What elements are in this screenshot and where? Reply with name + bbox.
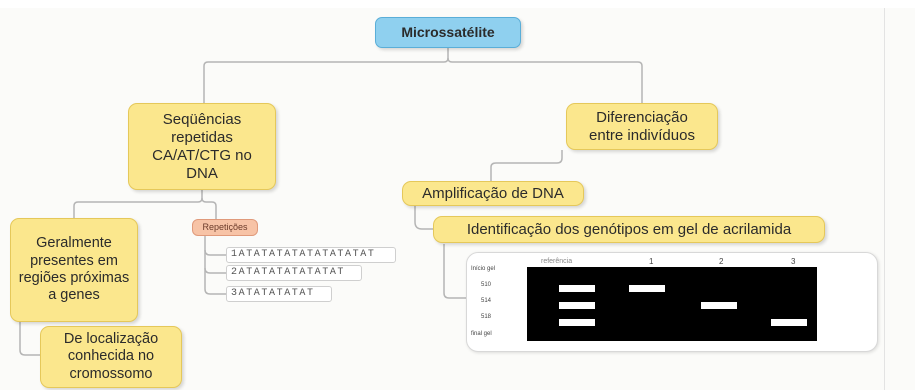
node-known-location[interactable]: De localização conhecida no cromossomo [40,326,182,388]
sequence-3[interactable]: 3ATATATATAT [226,286,332,302]
gel-row-label-514: 514 [481,298,492,304]
gel-row-label-518: 518 [481,314,492,320]
root-node-microsatellite[interactable]: Microssatélite [375,17,521,48]
sequence-3-text: 3ATATATATAT [231,288,315,299]
gel-row-label-start: Início gel [471,266,496,272]
connector-repeats-seq2 [204,250,226,274]
sequence-1-text: 1ATATATATATATATATAT [231,249,376,260]
node-genotype-identification[interactable]: Identificação dos genótipos em gel de ac… [433,216,825,243]
gel-band-lane-3-row-3 [771,319,807,326]
sequence-2-text: 2ATATATATATATAT [231,267,346,278]
connector-left-general [73,190,203,218]
gel-column-label-reference: referência [541,258,573,265]
sequence-2[interactable]: 2ATATATATATATAT [226,265,362,281]
gel-band-lane-2-row-2 [701,302,737,309]
gel-column-label-2: 2 [719,257,724,266]
connector-general-location [19,322,40,356]
sequence-1[interactable]: 1ATATATATATATATATAT [226,247,396,263]
connector-root-left [203,48,449,103]
node-genotype-identification-label: Identificação dos genótipos em gel de ac… [466,220,792,238]
gel-row-label-end: final gel [471,331,492,337]
node-generally-present-label: Geralmente presentes em regiões próximas… [18,235,130,304]
node-dna-amplification-label: Amplificação de DNA [422,184,564,202]
node-individual-differentiation-label: Diferenciação entre indivíduos [589,108,695,144]
connector-identification-gel [443,244,466,299]
gel-band-lane-1-row-1 [629,285,665,292]
gel-lanes [527,267,817,341]
connector-repeats-seq1 [204,236,226,256]
connector-root-right [447,57,643,103]
connector-amplification-identification [414,206,433,230]
node-dna-amplification[interactable]: Amplificação de DNA [402,181,584,206]
root-node-label: Microssatélite [401,24,495,41]
node-known-location-label: De localização conhecida no cromossomo [63,330,159,382]
gel-band-lane-0-row-1 [559,285,595,292]
node-individual-differentiation[interactable]: Diferenciação entre indivíduos [566,103,718,150]
node-repeated-sequences[interactable]: Seqüências repetidas CA/AT/CTG no DNA [128,103,276,190]
node-repetitions[interactable]: Repetições [192,219,258,236]
connector-left-repeats [201,197,217,219]
gel-column-label-3: 3 [791,257,796,266]
connector-right-amplification [490,150,563,181]
right-divider [884,8,885,390]
node-repetitions-label: Repetições [202,222,248,233]
top-bar [0,0,915,8]
gel-image-card: referência 1 2 3 Início gel 510 514 518 … [466,252,878,352]
connector-repeats-seq3 [204,268,226,295]
gel-row-label-510: 510 [481,282,492,288]
gel-band-lane-0-row-3 [559,319,595,326]
node-generally-present[interactable]: Geralmente presentes em regiões próximas… [10,218,138,322]
gel-band-lane-0-row-2 [559,302,595,309]
node-repeated-sequences-label: Seqüências repetidas CA/AT/CTG no DNA [152,110,252,182]
gel-column-label-1: 1 [649,257,654,266]
